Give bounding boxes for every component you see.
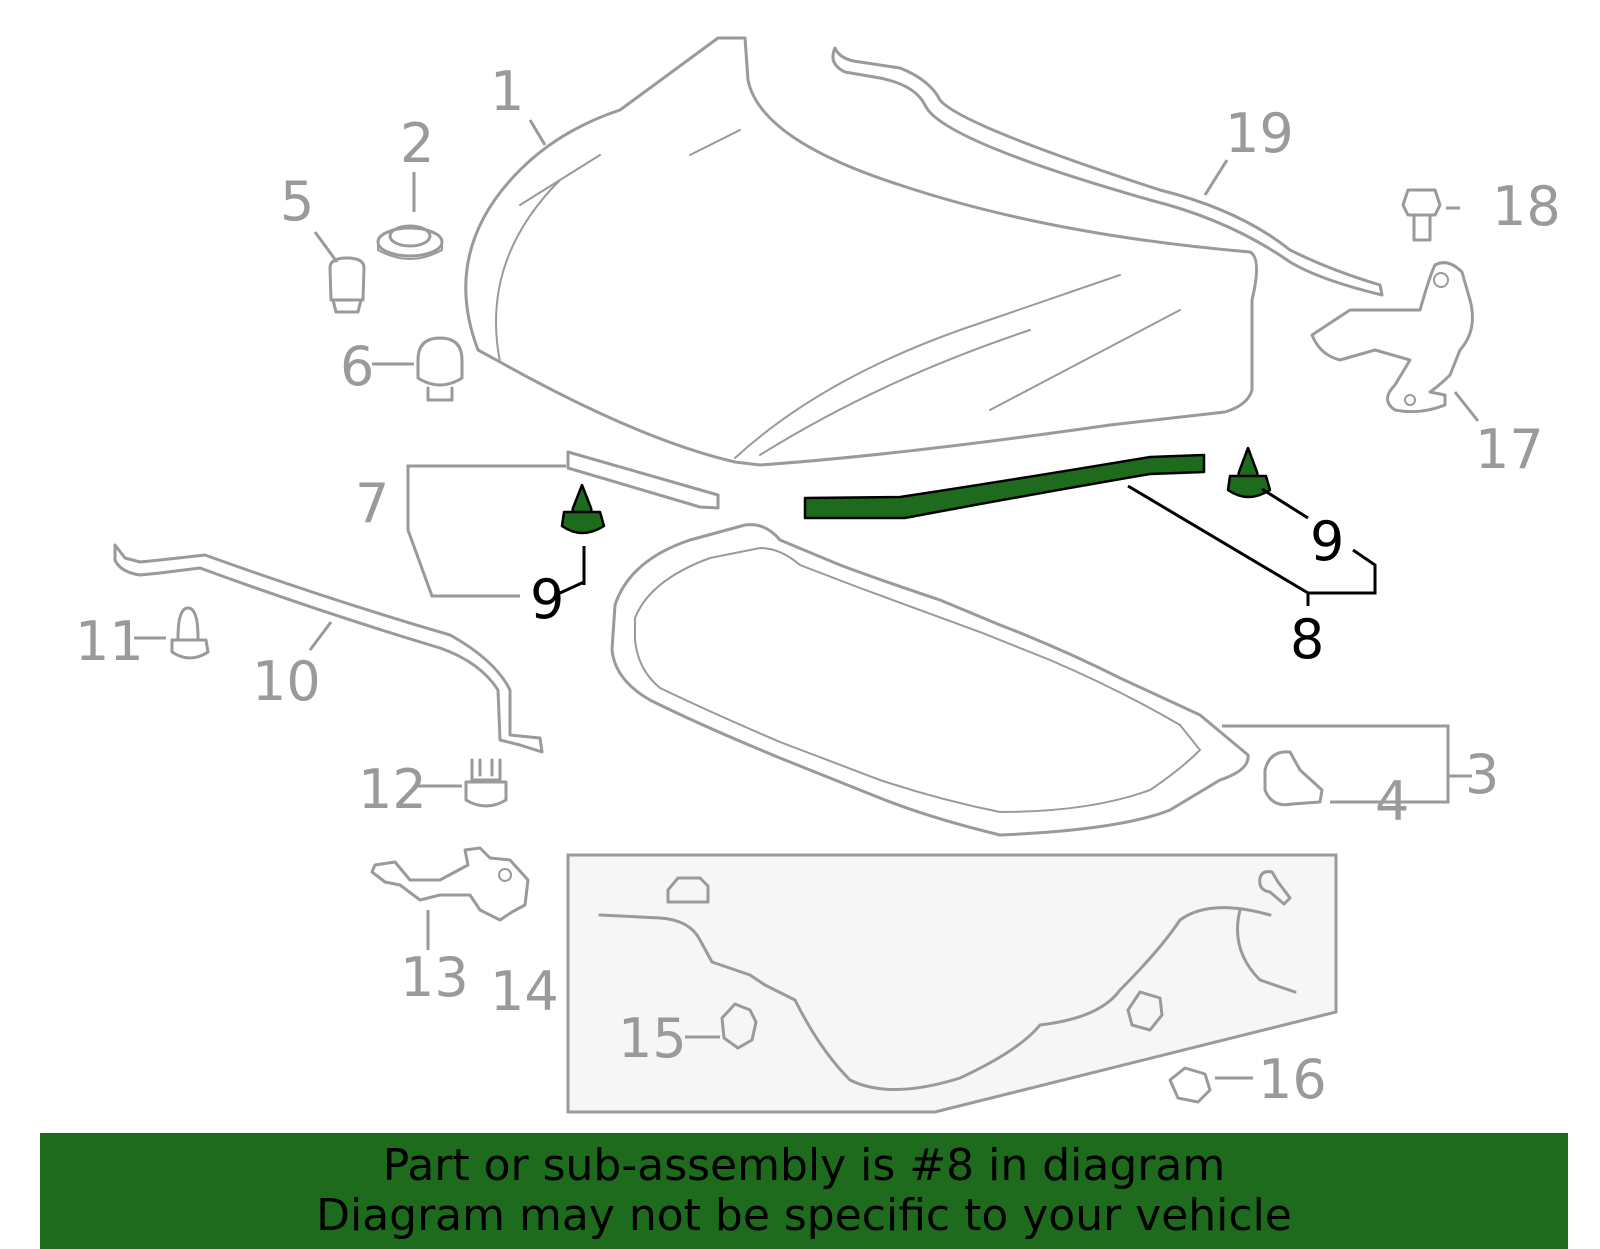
cable-clip-top	[666, 876, 710, 904]
clip-part-16	[1168, 1066, 1212, 1104]
callout-19: 19	[1225, 102, 1294, 165]
bolt-part	[1401, 188, 1442, 242]
banner-line-2: Diagram may not be specific to your vehi…	[316, 1190, 1292, 1241]
highlighted-clip-9-right	[1226, 446, 1272, 499]
callout-7: 7	[355, 472, 389, 535]
callout-9-left: 9	[530, 568, 564, 631]
clip-part-15	[720, 1002, 758, 1050]
callout-1: 1	[490, 60, 524, 123]
grommet-part	[376, 224, 444, 260]
callout-11: 11	[75, 610, 144, 673]
highlighted-seal-part-8	[803, 453, 1206, 520]
callout-2: 2	[400, 112, 434, 175]
bracket-part-4	[1263, 750, 1324, 807]
rod-holder-part	[464, 758, 508, 808]
banner-line-1: Part or sub-assembly is #8 in diagram	[382, 1140, 1226, 1191]
hood-lock	[370, 846, 530, 922]
callout-8: 8	[1290, 608, 1324, 671]
highlighted-clip-9-left	[560, 483, 606, 535]
callout-5: 5	[280, 170, 314, 233]
hood-seal-strip	[831, 46, 1384, 297]
callout-16: 16	[1258, 1048, 1327, 1111]
callout-6: 6	[340, 335, 374, 398]
callout-15: 15	[618, 1007, 687, 1070]
support-rod	[113, 543, 544, 754]
hood-panel	[464, 36, 1258, 467]
callout-13: 13	[400, 946, 469, 1009]
callout-9-right: 9	[1310, 510, 1344, 573]
callout-3: 3	[1465, 743, 1499, 806]
leader-lines	[134, 119, 1480, 1080]
release-cable-panel	[566, 853, 1338, 1114]
callout-4: 4	[1375, 770, 1409, 833]
clip-part-5	[328, 256, 366, 314]
callout-10: 10	[252, 650, 321, 713]
hood-hinge	[1310, 261, 1474, 414]
cable-clip-mid	[1126, 990, 1164, 1032]
clip-part-11	[170, 606, 210, 660]
bumper-stop-part	[416, 336, 464, 402]
front-seal-strip	[566, 450, 720, 510]
hood-insulator	[610, 523, 1250, 837]
release-cable	[598, 906, 1297, 1092]
cable-bolt	[1258, 870, 1292, 906]
callout-14: 14	[490, 960, 559, 1023]
callout-18: 18	[1492, 175, 1561, 238]
info-banner: Part or sub-assembly is #8 in diagram Di…	[40, 1133, 1568, 1249]
callout-12: 12	[358, 758, 427, 821]
callouts: 1 2 3 4 5 6 7 8 9 9 10 11 12 13 14 15 16…	[75, 60, 1561, 1111]
callout-17: 17	[1475, 418, 1544, 481]
